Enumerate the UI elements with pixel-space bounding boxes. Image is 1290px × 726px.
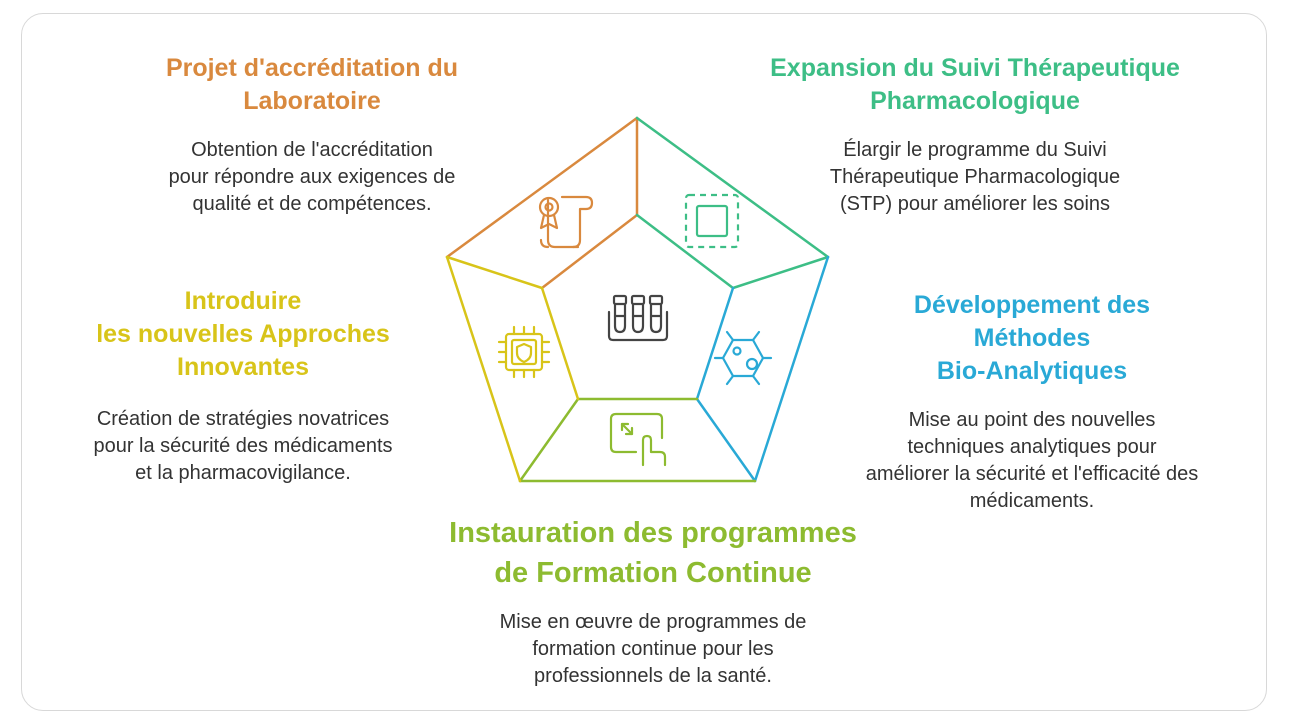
section-stp: Expansion du Suivi Thérapeutique Pharmac…	[745, 52, 1205, 218]
test-tubes-icon	[607, 294, 669, 342]
yellow-spoke	[445, 255, 544, 290]
blue-edge	[753, 255, 830, 483]
stp-description: Élargir le programme du Suivi Thérapeuti…	[829, 139, 1121, 215]
yellow-inner-edge	[540, 286, 580, 401]
teal-edge	[635, 116, 830, 259]
molecule-icon	[713, 330, 773, 386]
teal-inner-edge	[635, 213, 735, 290]
touch-screen-icon	[609, 412, 667, 467]
innovation-description: Création de stratégies novatrices pour l…	[93, 408, 393, 484]
blue-spoke	[695, 397, 757, 483]
section-innovation: Introduire les nouvelles Approches Innov…	[58, 285, 428, 487]
innovation-title: Introduire les nouvelles Approches Innov…	[96, 287, 390, 381]
accreditation-title: Projet d'accréditation du Laboratoire	[165, 54, 459, 115]
green-spoke	[518, 397, 580, 483]
certificate-scroll-icon	[538, 195, 594, 249]
training-description: Mise en œuvre de programmes de formation…	[499, 611, 807, 687]
training-title: Instauration des programmes de Formation…	[449, 517, 857, 589]
section-bioanalytic: Développement des Méthodes Bio-Analytiqu…	[832, 289, 1232, 515]
section-training: Instauration des programmes de Formation…	[403, 513, 903, 690]
stp-title: Expansion du Suivi Thérapeutique Pharmac…	[770, 54, 1180, 115]
blue-inner-edge	[695, 286, 735, 401]
bioanalytic-description: Mise au point des nouvelles techniques a…	[865, 409, 1199, 512]
orange-edge	[445, 116, 639, 259]
yellow-edge	[445, 255, 522, 483]
accreditation-description: Obtention de l'accréditation pour répond…	[168, 139, 456, 215]
dashed-square-icon	[684, 193, 740, 249]
teal-spoke	[731, 255, 830, 290]
orange-inner-edge	[540, 213, 639, 290]
shield-chip-icon	[497, 325, 551, 379]
diagram-card	[21, 13, 1267, 711]
section-accreditation: Projet d'accréditation du Laboratoire Ob…	[112, 52, 512, 218]
bioanalytic-title: Développement des Méthodes Bio-Analytiqu…	[913, 291, 1151, 385]
